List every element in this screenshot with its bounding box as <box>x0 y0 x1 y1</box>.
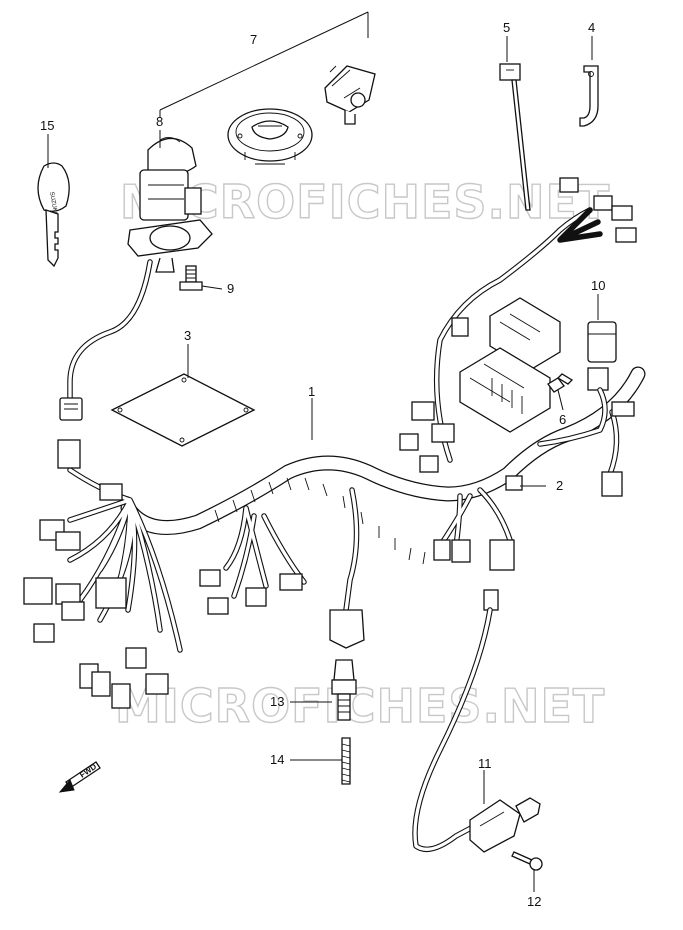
callout-15: 15 <box>40 118 54 133</box>
tie-strap <box>499 63 531 211</box>
ignition-switch <box>127 137 213 273</box>
callout-7: 7 <box>250 32 257 47</box>
callout-13: 13 <box>270 694 284 709</box>
main-harness <box>120 366 646 565</box>
callout-1: 1 <box>308 384 315 399</box>
ignition-key: SUZUKI <box>37 162 70 268</box>
callout-3: 3 <box>184 328 191 343</box>
center-lead <box>329 487 365 649</box>
callout-12: 12 <box>527 894 541 909</box>
callout-2: 2 <box>556 478 563 493</box>
fwd-arrow: FWD <box>58 761 101 793</box>
center-connectors <box>199 505 307 615</box>
switch-lead <box>412 589 499 853</box>
clamp-4 <box>579 65 599 127</box>
ignition-lead <box>59 259 153 421</box>
spring-14 <box>341 737 351 785</box>
seat-lock <box>324 65 376 125</box>
relay-10 <box>537 321 635 497</box>
bolt-6 <box>547 373 574 393</box>
fuel-cap <box>227 108 313 165</box>
callout-14: 14 <box>270 752 284 767</box>
sensor-13 <box>331 659 357 721</box>
upper-right-branch <box>433 177 637 463</box>
callout-9: 9 <box>227 281 234 296</box>
leader-lines <box>47 36 599 892</box>
watermark-bottom: MICROFICHES.NET <box>115 679 605 733</box>
fuse-box <box>411 297 561 443</box>
callout-4: 4 <box>588 20 595 35</box>
left-cluster <box>23 439 183 709</box>
callout-10: 10 <box>591 278 605 293</box>
switch-11 <box>469 797 541 853</box>
bolt-9 <box>179 265 203 291</box>
leader-7 <box>159 11 369 118</box>
callout-11: 11 <box>478 756 492 771</box>
callout-8: 8 <box>156 114 163 129</box>
right-lower-connectors <box>399 433 523 571</box>
screw-12 <box>511 851 543 871</box>
callout-5: 5 <box>503 20 510 35</box>
key-brand-label: SUZUKI <box>48 191 58 214</box>
callout-6: 6 <box>559 412 566 427</box>
gasket-sheet <box>110 373 256 447</box>
